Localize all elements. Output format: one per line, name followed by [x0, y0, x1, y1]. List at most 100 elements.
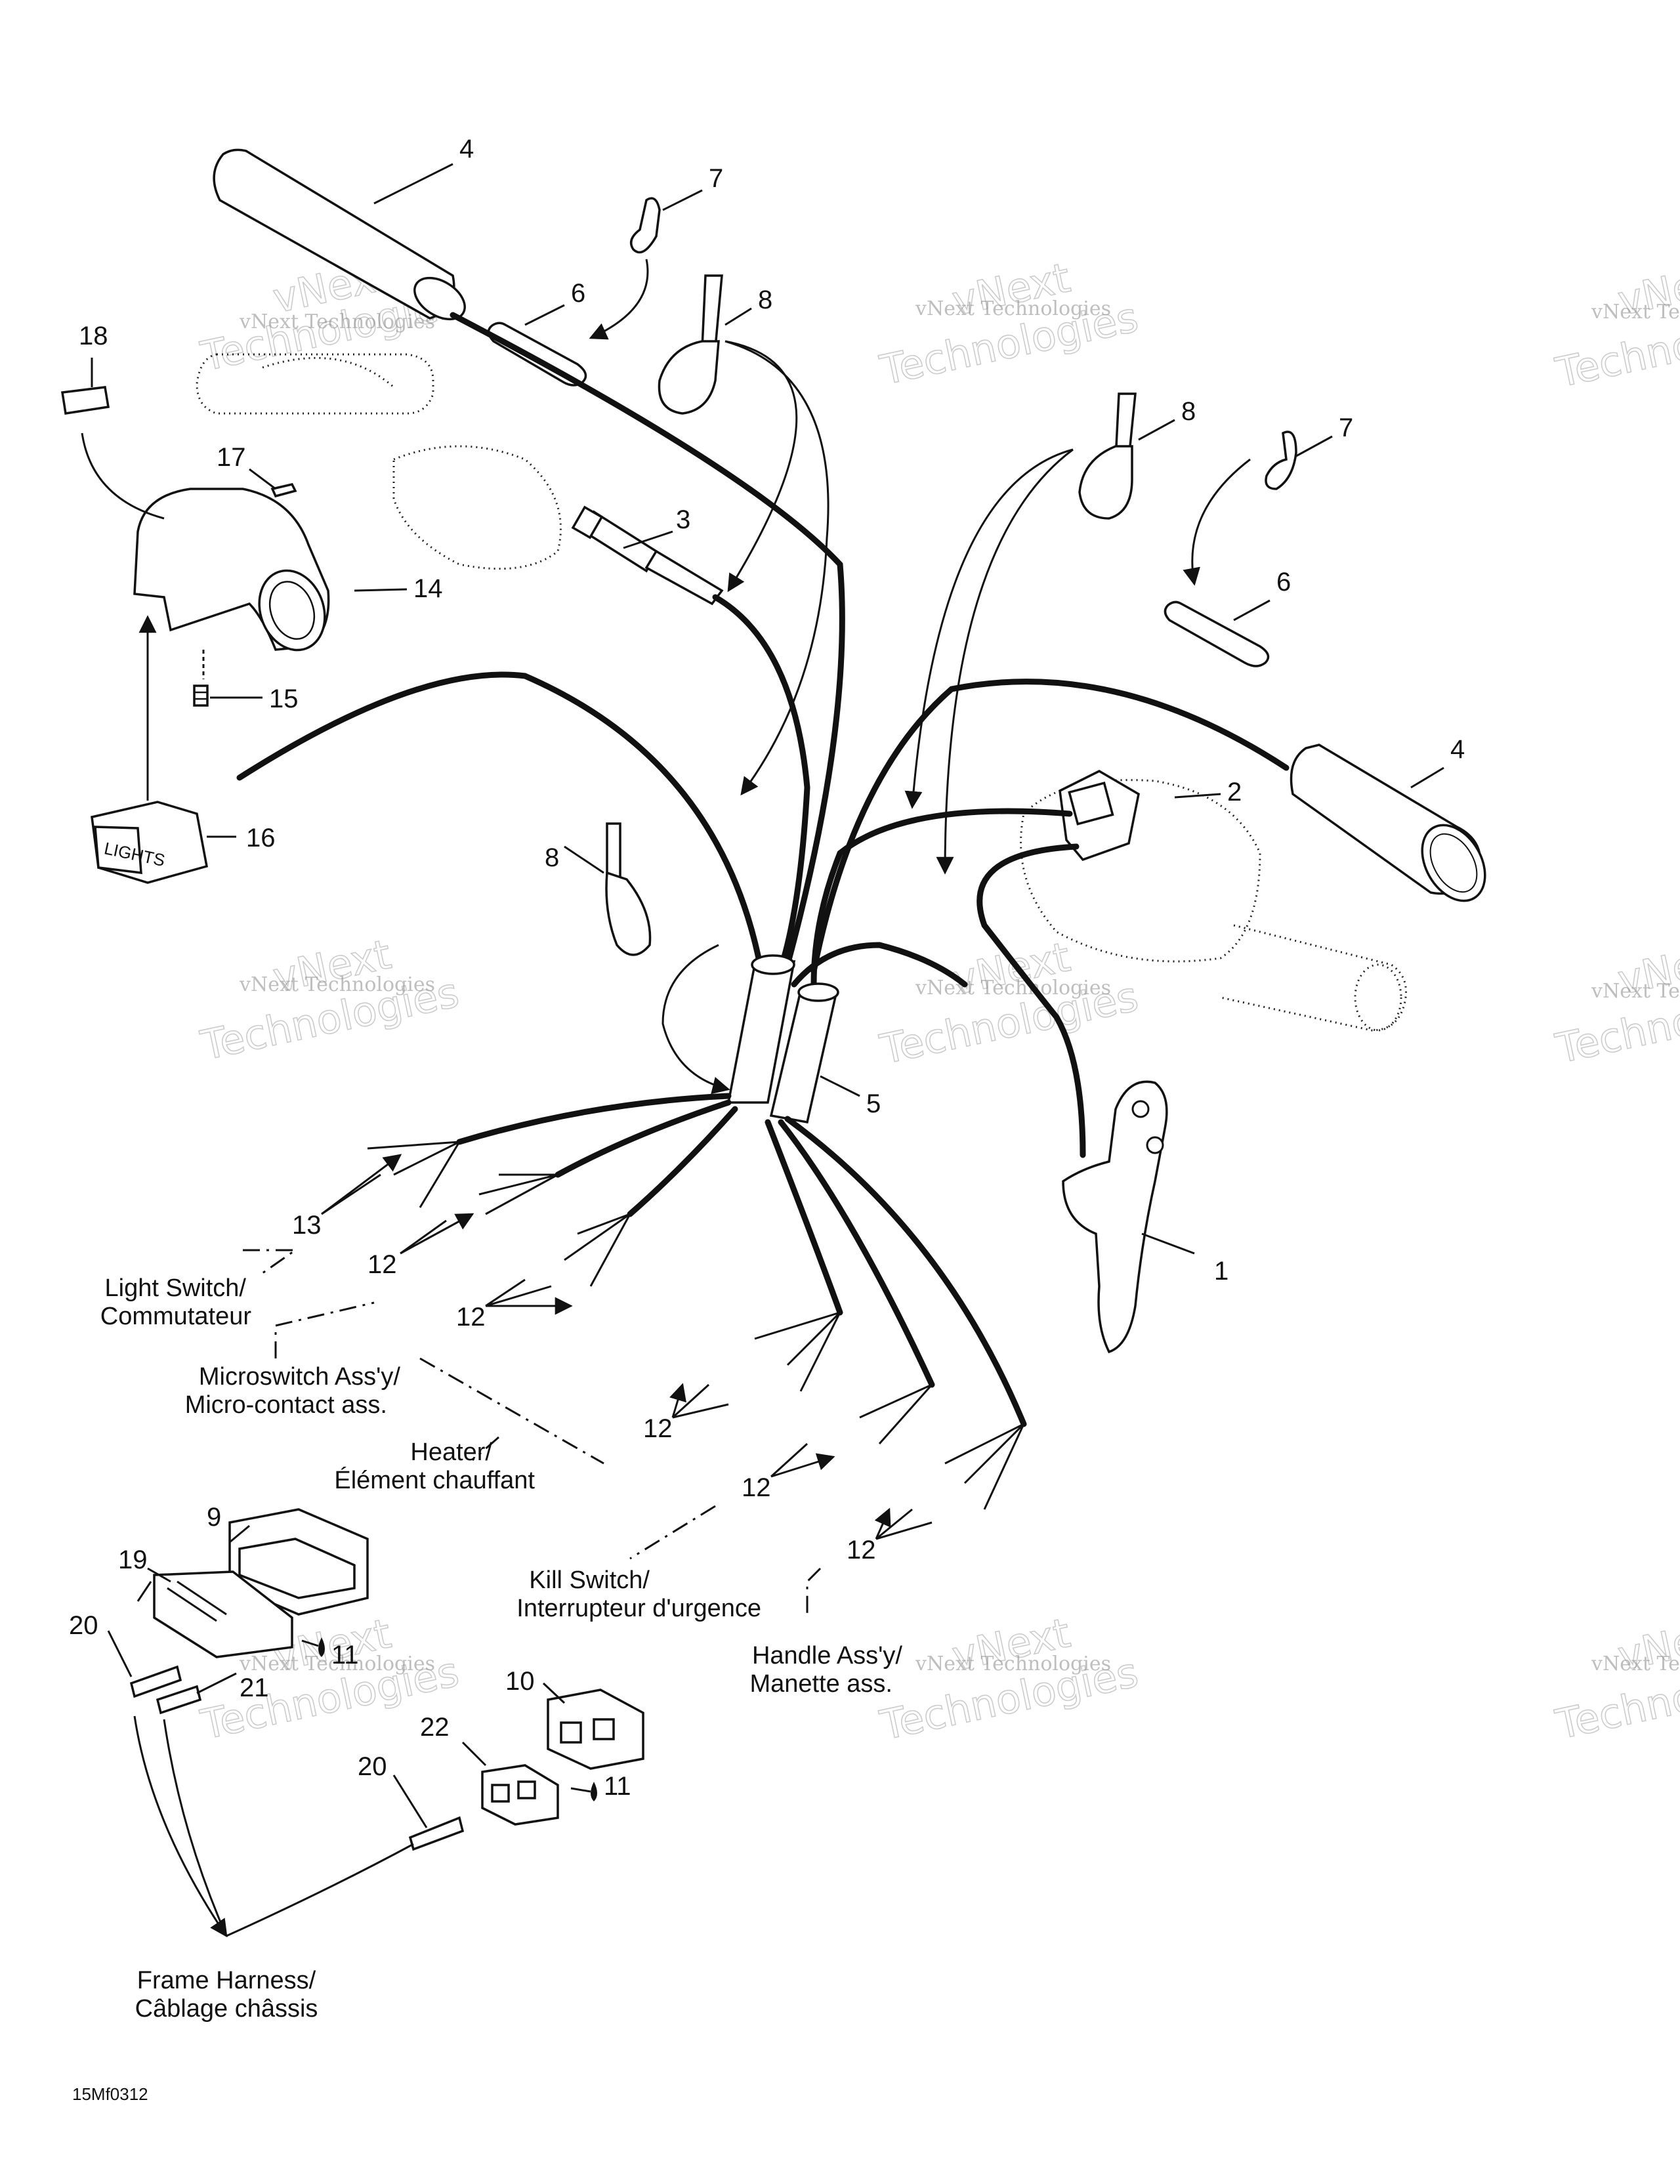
label-light-switch: Light Switch/	[105, 1274, 247, 1302]
label-microswitch: Microswitch Ass'y/	[199, 1363, 401, 1391]
sleeve-left	[487, 322, 587, 387]
terminal-21	[156, 1685, 202, 1715]
connector-9	[228, 1508, 369, 1616]
callout-14: 14	[413, 574, 443, 603]
plunger-switch	[571, 505, 724, 606]
cable-tie-large-top	[658, 274, 723, 415]
watermark: Technologies vNext vNext Technologies	[1551, 1608, 1680, 1749]
svg-text:vNext Technologies: vNext Technologies	[1591, 1652, 1680, 1675]
callout-9: 9	[207, 1503, 221, 1532]
callout-8: 8	[545, 843, 559, 872]
callout-12: 12	[456, 1303, 486, 1332]
callout-6: 6	[571, 279, 585, 308]
svg-text:vNext Technologies: vNext Technologies	[915, 1652, 1111, 1675]
watermark: Technologies vNext vNext Technologies	[1551, 253, 1680, 397]
watermark: Technologies vNext vNext Technologies	[1551, 932, 1680, 1073]
pointer-arrows	[81, 259, 1251, 1938]
leader-lines	[91, 163, 1444, 1828]
callout-12: 12	[368, 1250, 397, 1279]
label-heater: Heater/	[410, 1438, 492, 1466]
microswitch-2	[1059, 770, 1140, 862]
callout-17: 17	[217, 443, 246, 472]
label-light-switch-fr: Commutateur	[100, 1303, 252, 1330]
label-kill-switch-fr: Interrupteur d'urgence	[516, 1595, 761, 1622]
light-switch-16: LIGHTS	[91, 801, 209, 884]
svg-text:vNext Technologies: vNext Technologies	[915, 976, 1111, 999]
label-frame-harness-fr: Câblage châssis	[135, 1995, 318, 2023]
bracket-1	[1062, 1080, 1168, 1354]
callout-3: 3	[676, 505, 690, 534]
grease-drop-11	[318, 1637, 597, 1801]
spring-15	[193, 684, 209, 707]
watermark: Technologies vNext vNext Technologies	[196, 929, 463, 1070]
label-heater-fr: Élément chauffant	[334, 1466, 535, 1494]
callout-13: 13	[292, 1211, 322, 1240]
callout-7: 7	[1339, 413, 1353, 442]
sleeve-right	[1164, 600, 1270, 667]
callout-15: 15	[269, 684, 299, 713]
callout-18: 18	[79, 322, 108, 350]
callout-1: 1	[1214, 1257, 1228, 1286]
figure-code: 15Mf0312	[72, 2084, 148, 2104]
cable-tie-large-middle	[605, 822, 652, 956]
callout-4: 4	[459, 135, 474, 163]
label-handle-fr: Manette ass.	[749, 1670, 892, 1698]
watermark: Technologies vNext vNext Technologies	[875, 1608, 1143, 1750]
conduit-5b	[769, 982, 839, 1124]
callout-2: 2	[1227, 778, 1242, 807]
terminal-20a	[129, 1665, 182, 1698]
wire-harness	[236, 312, 1290, 1158]
connector-10	[547, 1689, 644, 1770]
callout-8: 8	[1181, 397, 1196, 426]
watermarks: Technologies vNext vNext Technologies Te…	[196, 250, 1680, 1750]
callout-12: 12	[742, 1473, 771, 1502]
housing-14	[133, 488, 330, 652]
svg-text:vNext Technologies: vNext Technologies	[239, 1652, 435, 1675]
callout-7: 7	[709, 164, 723, 193]
svg-text:vNext Technologies: vNext Technologies	[239, 310, 435, 333]
watermark: Technologies vNext vNext Technologies	[875, 253, 1143, 394]
terminal-20b	[408, 1816, 465, 1851]
callout-10: 10	[505, 1667, 535, 1696]
callout-12: 12	[643, 1414, 673, 1443]
callout-12: 12	[847, 1536, 876, 1564]
callout-22: 22	[420, 1713, 450, 1742]
label-kill-switch: Kill Switch/	[529, 1566, 650, 1594]
heater-grip-right	[1290, 744, 1486, 902]
label-frame-harness: Frame Harness/	[137, 1967, 316, 1994]
decal-18	[60, 386, 110, 415]
callout-20: 20	[69, 1611, 98, 1640]
left-handlebar-outline	[196, 353, 562, 570]
callout-8: 8	[758, 285, 772, 314]
callout-11: 11	[331, 1641, 359, 1670]
connector-19	[153, 1570, 293, 1658]
heater-grip-left	[213, 148, 466, 321]
group-dashdot-lines	[243, 1249, 822, 1618]
cable-tie-small-left	[629, 197, 661, 254]
svg-text:vNext Technologies: vNext Technologies	[1591, 980, 1680, 1003]
label-handle: Handle Ass'y/	[752, 1642, 902, 1670]
cable-tie-large-right	[1078, 392, 1137, 520]
callout-4: 4	[1450, 735, 1465, 764]
conduit-5a	[726, 954, 796, 1104]
label-microswitch-fr: Micro-contact ass.	[185, 1391, 387, 1419]
callout-16: 16	[246, 824, 276, 852]
svg-text:vNext Technologies: vNext Technologies	[915, 297, 1111, 320]
callout-21: 21	[240, 1673, 269, 1702]
screw-17	[270, 482, 297, 498]
lower-wires	[367, 1093, 1027, 1510]
connector-22	[481, 1764, 559, 1826]
callout-5: 5	[866, 1089, 881, 1118]
callout-6: 6	[1276, 568, 1291, 597]
svg-text:vNext Technologies: vNext Technologies	[239, 973, 435, 996]
callout-19: 19	[118, 1545, 148, 1574]
svg-text:vNext Technologies: vNext Technologies	[1591, 301, 1680, 324]
right-handlebar-outline	[1020, 779, 1407, 1032]
callout-12-13-arrows	[321, 1155, 933, 1540]
callout-11: 11	[604, 1772, 631, 1801]
cable-tie-small-right	[1265, 430, 1297, 490]
labels: Light Switch/ Commutateur Microswitch As…	[72, 1274, 902, 2104]
callout-20: 20	[358, 1752, 387, 1781]
callout-numbers: 4 7 8 6 18 17 3 14 15 16 8 7 6 4 2 8 5 1…	[69, 135, 1465, 1801]
